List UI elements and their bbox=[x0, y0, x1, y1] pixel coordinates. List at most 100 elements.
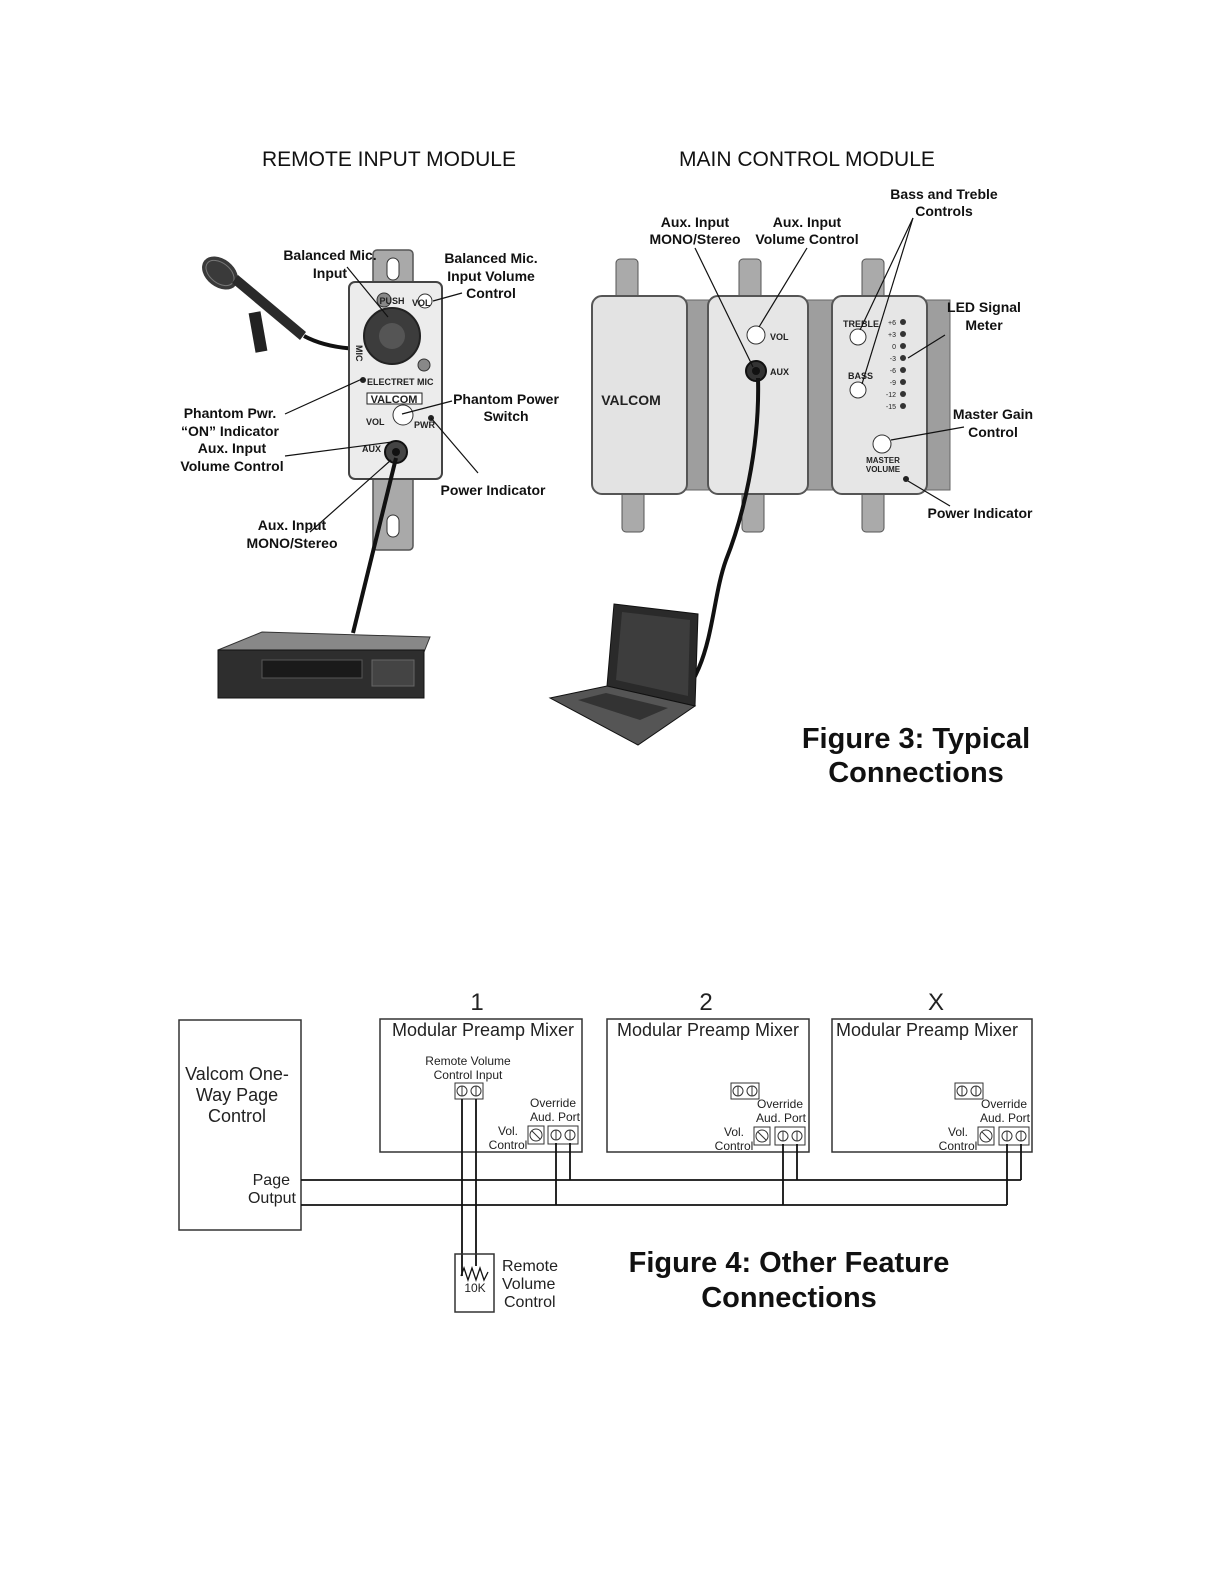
page-output-label: Page bbox=[253, 1172, 290, 1189]
aux-volume-label-remote: Aux. Input bbox=[198, 440, 267, 456]
master-label: MASTER bbox=[866, 456, 900, 465]
resistor-icon bbox=[460, 1265, 489, 1283]
vol-label-remote: VOL bbox=[412, 298, 431, 308]
page-output-label-2: Output bbox=[248, 1190, 297, 1207]
mic-label: MIC bbox=[354, 345, 364, 362]
aux-input-label-remote: Aux. Input bbox=[258, 517, 327, 533]
override-label-2: Override bbox=[757, 1097, 803, 1111]
aux-label-main: AUX bbox=[770, 367, 789, 377]
bass-treble-label: Bass and Treble bbox=[890, 186, 998, 202]
led-signal-meter: +6 +3 0 -3 -6 -9 -12 -15 bbox=[886, 319, 906, 411]
phantom-pwr-label: Phantom Pwr. bbox=[184, 405, 277, 421]
balanced-mic-input-label: Balanced Mic. bbox=[283, 247, 376, 263]
svg-text:-15: -15 bbox=[886, 404, 896, 411]
vol-label-1: Vol. bbox=[498, 1124, 518, 1138]
aud-port-label-1: Aud. Port bbox=[530, 1110, 581, 1124]
remote-input-module: PUSH VOL MIC ELECTRET MIC VALCOM VOL PWR… bbox=[348, 249, 443, 551]
balanced-mic-volume-label: Balanced Mic. bbox=[444, 250, 537, 266]
phantom-pwr-label-2: “ON” Indicator bbox=[181, 423, 280, 439]
mixer-number-1: 1 bbox=[470, 989, 483, 1016]
override-label-x: Override bbox=[981, 1097, 1027, 1111]
page-control-title-3: Control bbox=[208, 1106, 266, 1126]
balanced-mic-input-label-2: Input bbox=[313, 265, 348, 281]
figure-3: REMOTE INPUT MODULE MAIN CONTROL MODULE … bbox=[180, 148, 1033, 789]
master-gain-label: Master Gain bbox=[953, 406, 1033, 422]
leader-lines-figure-3 bbox=[284, 217, 965, 533]
mixer-number-x: X bbox=[928, 989, 944, 1016]
page-control-title: Valcom One- bbox=[185, 1064, 289, 1084]
preamp-mixer-x: Modular Preamp Mixer Override Aud. Port … bbox=[831, 1018, 1033, 1153]
svg-text:0: 0 bbox=[892, 344, 896, 351]
mixer-number-2: 2 bbox=[699, 989, 712, 1016]
valcom-logo-main: VALCOM bbox=[601, 392, 661, 408]
cd-player-icon bbox=[217, 631, 431, 699]
vol-label-2: Vol. bbox=[724, 1125, 744, 1139]
page-control-box: Valcom One- Way Page Control Page Output bbox=[178, 1019, 302, 1231]
svg-text:-12: -12 bbox=[886, 392, 896, 399]
svg-text:+3: +3 bbox=[888, 332, 896, 339]
master-gain-label-2: Control bbox=[968, 424, 1018, 440]
push-label: PUSH bbox=[379, 296, 404, 306]
aux-cable-remote bbox=[351, 457, 398, 634]
pwr-label: PWR bbox=[414, 420, 435, 430]
electret-mic-label: ELECTRET MIC bbox=[367, 377, 434, 387]
remote-module-labels: Balanced Mic. Input Balanced Mic. Input … bbox=[180, 247, 559, 551]
aux-volume-label-main: Aux. Input bbox=[773, 214, 842, 230]
valcom-logo-remote: VALCOM bbox=[371, 394, 418, 406]
main-control-module-header: MAIN CONTROL MODULE bbox=[679, 148, 935, 171]
phantom-power-switch-label-2: Switch bbox=[483, 408, 528, 424]
bass-label: BASS bbox=[848, 371, 873, 381]
vol-label-x: Vol. bbox=[948, 1125, 968, 1139]
led-signal-meter-label: LED Signal bbox=[947, 299, 1021, 315]
mixer-title-x: Modular Preamp Mixer bbox=[836, 1020, 1018, 1040]
aux-input-label-remote-2: MONO/Stereo bbox=[246, 535, 337, 551]
svg-text:-9: -9 bbox=[890, 380, 896, 387]
balanced-mic-volume-label-2: Input Volume bbox=[447, 268, 535, 284]
bass-treble-label-2: Controls bbox=[915, 203, 973, 219]
main-control-module: VALCOM VOL AUX TREBLE BASS +6 +3 0 -3 -6… bbox=[591, 258, 951, 533]
preamp-mixer-2: Modular Preamp Mixer Override Aud. Port … bbox=[606, 1018, 810, 1153]
laptop-icon bbox=[548, 603, 699, 746]
resistor-value-label: 10K bbox=[464, 1281, 485, 1295]
figure-3-caption-2: Connections bbox=[828, 757, 1004, 789]
power-indicator-label-main: Power Indicator bbox=[927, 505, 1033, 521]
control-label-x: Control bbox=[939, 1139, 978, 1153]
phantom-power-switch-label: Phantom Power bbox=[453, 391, 559, 407]
aux-input-label-main-2: MONO/Stereo bbox=[649, 231, 740, 247]
led-signal-meter-label-2: Meter bbox=[965, 317, 1003, 333]
remote-volume-label: Remote bbox=[502, 1258, 558, 1275]
figure-4: Valcom One- Way Page Control Page Output… bbox=[178, 989, 1033, 1314]
svg-text:-3: -3 bbox=[890, 356, 896, 363]
figure-4-caption-2: Connections bbox=[701, 1282, 877, 1314]
mixer-title-1: Modular Preamp Mixer bbox=[392, 1020, 574, 1040]
treble-label: TREBLE bbox=[843, 319, 879, 329]
figure-3-caption: Figure 3: Typical bbox=[802, 723, 1030, 755]
override-label-1: Override bbox=[530, 1096, 576, 1110]
control-label-1: Control bbox=[489, 1138, 528, 1152]
page-control-title-2: Way Page bbox=[196, 1085, 278, 1105]
power-indicator-label-remote: Power Indicator bbox=[440, 482, 546, 498]
mixer-title-2: Modular Preamp Mixer bbox=[617, 1020, 799, 1040]
aux-label-remote: AUX bbox=[362, 444, 381, 454]
remote-volume-input-label: Remote Volume bbox=[425, 1054, 511, 1068]
wiring-figure-4 bbox=[301, 1099, 1022, 1276]
aux-volume-label-remote-2: Volume Control bbox=[180, 458, 283, 474]
aud-port-label-x: Aud. Port bbox=[980, 1111, 1031, 1125]
figure-4-caption: Figure 4: Other Feature bbox=[629, 1247, 950, 1279]
remote-volume-input-label-2: Control Input bbox=[434, 1068, 503, 1082]
aud-port-label-2: Aud. Port bbox=[756, 1111, 807, 1125]
remote-volume-label-2: Volume bbox=[502, 1276, 555, 1293]
aux-volume-label-main-2: Volume Control bbox=[755, 231, 858, 247]
volume-label: VOLUME bbox=[866, 465, 901, 474]
main-module-labels: Aux. Input MONO/Stereo Aux. Input Volume… bbox=[649, 186, 1033, 521]
control-label-2: Control bbox=[715, 1139, 754, 1153]
svg-text:-6: -6 bbox=[890, 368, 896, 375]
vol-label-main: VOL bbox=[770, 332, 789, 342]
preamp-mixer-1: Modular Preamp Mixer Remote Volume Contr… bbox=[379, 1018, 583, 1153]
remote-volume-label-3: Control bbox=[504, 1294, 556, 1311]
remote-volume-control: 10K Remote Volume Control bbox=[454, 1253, 558, 1313]
aux-input-label-main: Aux. Input bbox=[661, 214, 730, 230]
svg-text:+6: +6 bbox=[888, 320, 896, 327]
